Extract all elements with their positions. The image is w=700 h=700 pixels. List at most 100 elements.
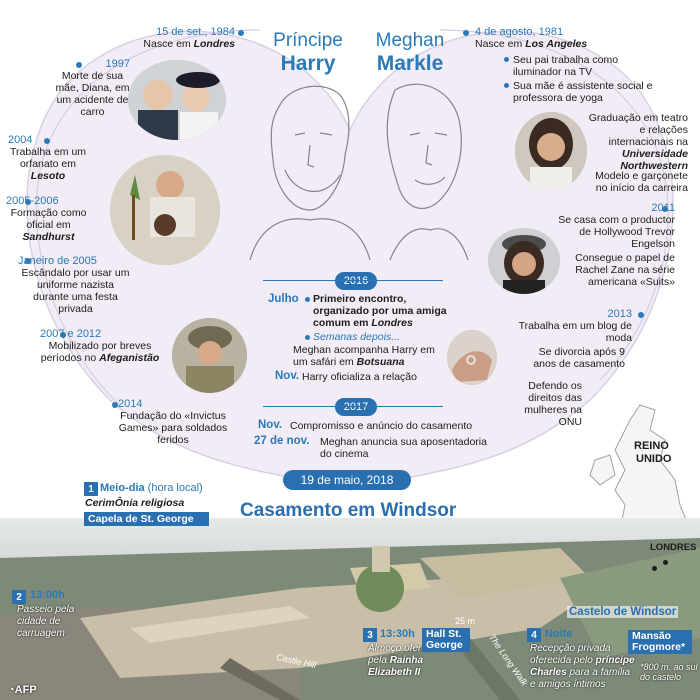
credit-text: AFP — [14, 684, 37, 696]
meghan-event-9-text: Se divorcia após 9 anos de casamento — [533, 346, 625, 370]
meghan-event-6-date: 2011 — [651, 202, 675, 214]
meghan-event-4-place: Universidade Northwestern — [620, 148, 688, 172]
meghan-event-1-date: 4 de agosto, 1981 — [475, 26, 564, 38]
july-text: Primeiro encontro, organizado por uma am… — [313, 293, 453, 329]
meghan-event-6: 2011 Se casa com o productor de Hollywoo… — [545, 202, 675, 250]
year-line — [263, 280, 443, 281]
castle-label: Castelo de Windsor — [567, 606, 679, 618]
meghan-event-4-text: Graduação em teatro e relações internaci… — [588, 112, 688, 148]
meghan-title: Meghan Markle — [360, 30, 460, 76]
harry-title-first: Príncipe — [273, 30, 343, 51]
harry-event-4-place: Sandhurst — [22, 231, 75, 243]
meghan-event-6-text: Se casa com o productor de Hollywood Tre… — [558, 214, 675, 250]
nov2-label: Nov. — [258, 419, 283, 431]
meghan-event-8-date: 2013 — [607, 308, 632, 320]
step-3-place: Hall St. George — [422, 628, 470, 652]
timeline-dot — [238, 30, 244, 36]
harry-event-2: 1997 Morte de sua mãe, Diana, em um acid… — [55, 58, 130, 118]
meghan-event-4: Graduação em teatro e relações internaci… — [588, 112, 688, 172]
harry-event-6-text: Mobilizado por breves períodos no — [40, 340, 152, 364]
harry-event-4: 2005-2006 Formação como oficial em Sandh… — [6, 195, 91, 243]
timeline-dot — [662, 206, 668, 212]
meghan-bullet-2: Sua mãe é assistente social e professora… — [504, 80, 658, 104]
step-4-desc-end: para a família e amigos íntimos — [530, 667, 631, 690]
timeline-dot — [76, 62, 82, 68]
step-2-number: 2 — [12, 590, 26, 604]
meghan-event-8-text: Trabalha em um blog de moda — [518, 320, 632, 344]
harry-event-2-date: 1997 — [105, 58, 130, 70]
meghan-event-1-text: Nasce em — [475, 38, 526, 50]
timeline-dot — [25, 199, 31, 205]
nov-text: Harry oficializa a relação — [302, 371, 417, 383]
harry-event-5-text: Escândalo por usar um uniforme nazista d… — [21, 267, 130, 315]
scale-label: 25 m — [455, 616, 476, 626]
harry-event-1-place: Londres — [193, 38, 235, 50]
uk-label-line-2: UNIDO — [636, 453, 672, 465]
nov27-text: Meghan anuncia sua aposentadoria do cine… — [320, 436, 487, 460]
harry-event-7: 2014 Fundação do «Invictus Games» para s… — [118, 398, 228, 446]
nov27-label: 27 de nov. — [254, 435, 310, 447]
step-4-desc-name: príncipe Charles — [530, 655, 635, 678]
photo-meghan-1 — [515, 112, 587, 190]
harry-event-7-date: 2014 — [118, 398, 143, 410]
meghan-event-7-text: Consegue o papel de Rachel Zane na série… — [575, 252, 675, 288]
timeline-dot — [463, 30, 469, 36]
harry-event-3: 2004 Trabalha em um orfanato em Lesoto — [8, 134, 88, 182]
step-3-time: 13:30h — [380, 628, 415, 640]
meghan-event-7: Consegue o papel de Rachel Zane na série… — [575, 252, 675, 288]
step-1-desc: CerimÔnia religiosa — [85, 497, 185, 509]
harry-event-1-text: Nasce em — [143, 38, 194, 50]
harry-event-4-date: 2005-2006 — [6, 195, 59, 207]
meghan-event-1-place: Los Angeles — [525, 38, 588, 50]
step-4-place: Mansão Frogmore* — [628, 630, 692, 654]
step-4-note: *800 m. ao sul do castelo — [640, 662, 698, 682]
harry-event-3-text: Trabalha em um orfanato em — [9, 146, 87, 170]
harry-event-3-date: 2004 — [8, 134, 33, 146]
meghan-event-10: Defendo os direitos das mulheres na ONU — [500, 380, 582, 428]
step-1-time-note: (hora local) — [144, 482, 203, 494]
photo-harry-diana — [128, 60, 226, 140]
step-3-desc-name: Rainha Elizabeth II — [368, 655, 424, 678]
step-2-time: 13:00h — [30, 589, 65, 601]
bullet-dot — [305, 297, 310, 302]
step-4-time: Noite — [545, 628, 573, 640]
step-2-desc: Passeio pela cidade de carruagem — [17, 604, 75, 639]
meghan-bullet-2-text: Sua mãe é assistente social e professora… — [513, 80, 653, 104]
harry-title: Príncipe Harry — [258, 30, 358, 76]
credit-logo-icon: ◔ — [8, 684, 15, 696]
timeline-dot — [638, 312, 644, 318]
photo-meghan-2 — [488, 228, 560, 294]
bullet-dot — [504, 57, 509, 62]
meghan-bullet-1: Seu pai trabalha como iluminador na TV — [504, 54, 628, 78]
harry-event-6: 2007 e 2012 Mobilizado por breves períod… — [40, 328, 160, 364]
harry-event-1: 15 de set., 1984 Nasce em Londres — [105, 26, 235, 50]
harry-event-5-date: Janeiro de 2005 — [18, 255, 97, 267]
meghan-event-9: Se divorcia após 9 anos de casamento — [530, 346, 625, 370]
couple-portrait-illustration — [249, 83, 469, 260]
year-2016-pill: 2016 — [335, 272, 377, 290]
uk-label-line-1: REINO — [634, 440, 669, 452]
wedding-date-pill: 19 de maio, 2018 — [283, 470, 411, 490]
meghan-event-5-text: Modelo e garçonete no início da carreira — [595, 170, 688, 194]
step-1-place: Capela de St. George — [84, 512, 209, 526]
timeline-dot — [25, 258, 31, 264]
photo-engagement-ring — [447, 330, 497, 385]
windsor-dot — [652, 566, 657, 571]
step-4-desc: Recepção privada oferecida pelo príncipe… — [530, 643, 635, 691]
nov2-text: Compromisso e anúncio do casamento — [290, 420, 473, 432]
year-line — [263, 406, 443, 407]
timeline-dot — [112, 402, 118, 408]
july-label: Julho — [268, 293, 299, 305]
london-label: LONDRES — [650, 542, 697, 553]
step-1-time-main: Meio-dia — [100, 482, 145, 494]
harry-event-3-place: Lesoto — [30, 170, 66, 182]
bullet-dot — [504, 83, 509, 88]
harry-event-6-date: 2007 e 2012 — [40, 328, 102, 340]
weeks-text-main: Meghan acompanha Harry em um safári em — [293, 344, 435, 368]
windsor-aerial-photo — [0, 518, 700, 700]
weeks-label: Semanas depois... — [313, 331, 400, 343]
harry-title-second: Harry — [280, 52, 336, 75]
weeks-text-place: Botsuana — [356, 356, 405, 368]
harry-event-6-place: Afeganistão — [99, 352, 160, 364]
meghan-title-second: Markle — [376, 52, 444, 75]
